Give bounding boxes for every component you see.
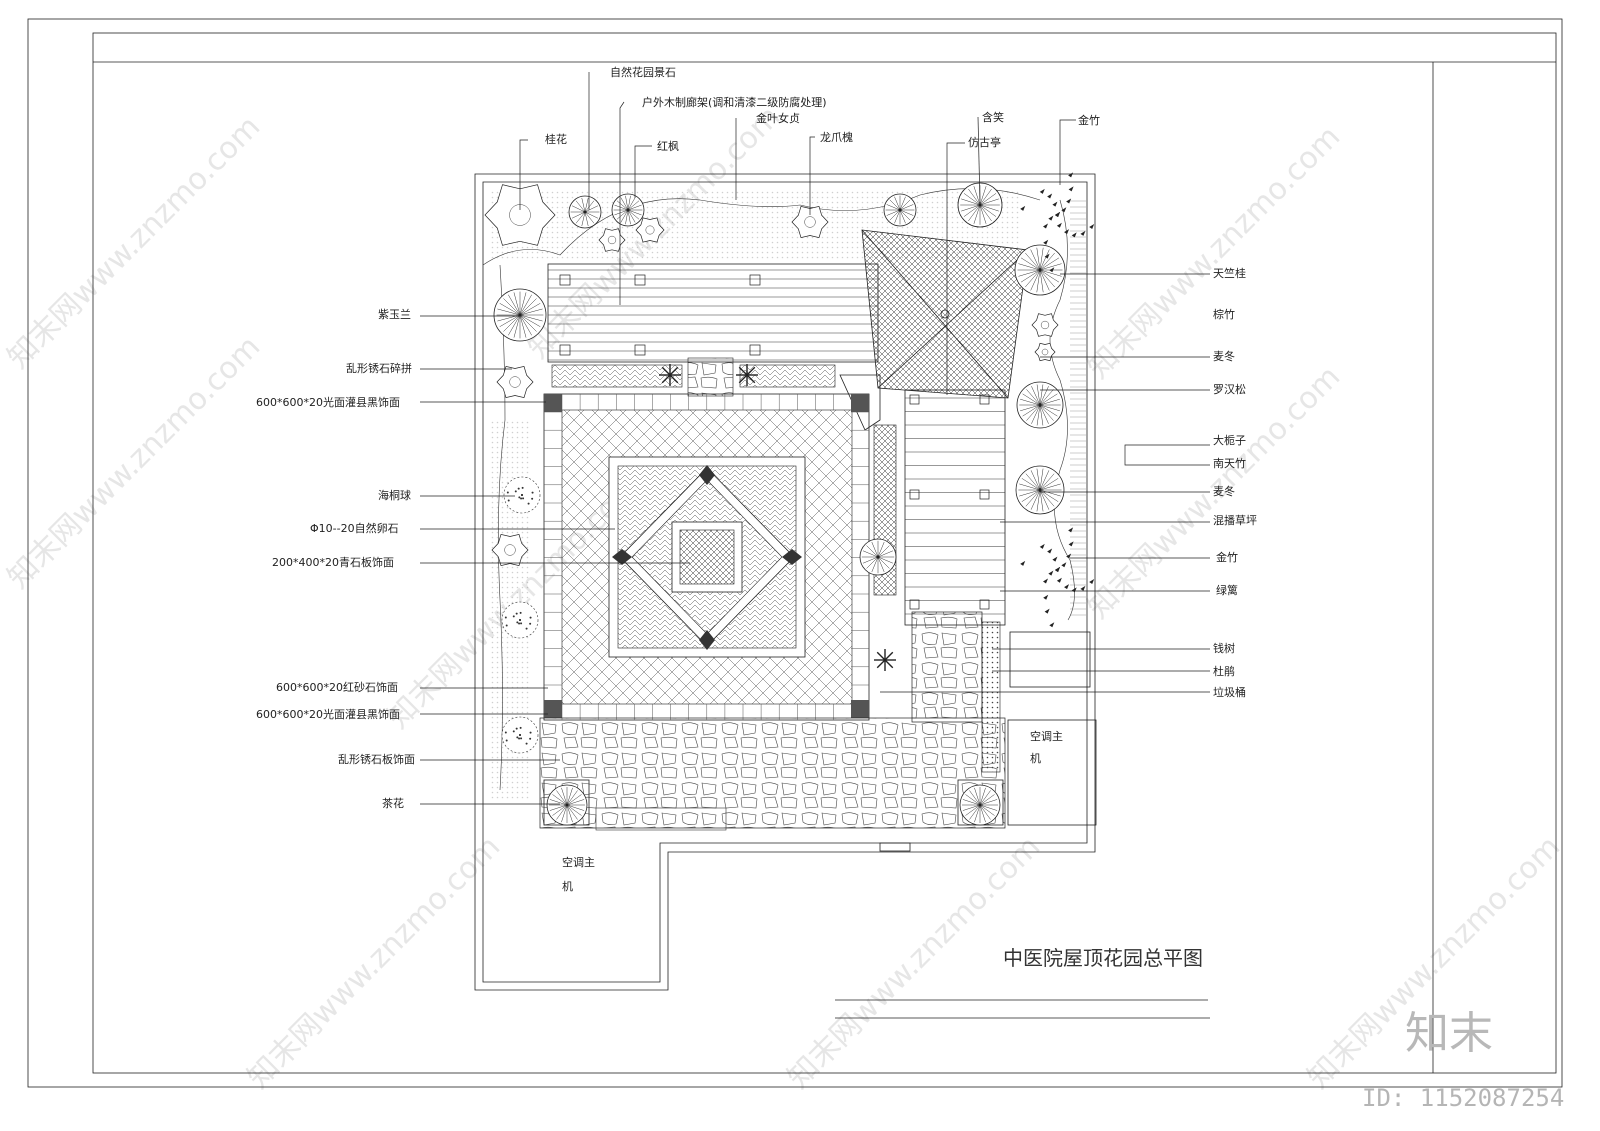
tree-icon (568, 195, 602, 229)
label-dazhizi: 大栀子 (1213, 433, 1246, 447)
label-lajitong: 垃圾桶 (1213, 685, 1246, 699)
drawing-title: 中医院屋顶花园总平图 (1003, 946, 1203, 970)
osmanthus-icon (484, 184, 556, 246)
shrub-icon (496, 365, 534, 399)
palm-icon (874, 649, 896, 671)
camellia-icon (546, 784, 588, 826)
inner-frame (92, 32, 1557, 1074)
outer-frame (27, 18, 1563, 1088)
tree-icon (959, 784, 1001, 826)
label-heimian2: 600*600*20光面灌县黑饰面 (256, 707, 400, 721)
pergola-right (904, 389, 1006, 626)
label-maidong1: 麦冬 (1213, 349, 1235, 363)
pittosporum-ball-icon (503, 476, 541, 514)
leader-lines (420, 72, 1210, 805)
label-hunbo: 混播草坪 (1213, 513, 1257, 527)
label-longzhuahuai: 龙爪槐 (820, 130, 853, 144)
label-jinzhu-top: 金竹 (1078, 113, 1100, 127)
label-chahua: 茶花 (382, 797, 404, 810)
label-zongzhu: 棕竹 (1213, 307, 1235, 321)
label-luanxing2: 乱形锈石板饰面 (338, 752, 415, 766)
label-jingshi: 自然花园景石 (610, 65, 676, 79)
watermark: 知末网www.znzmo.com (1, 109, 267, 375)
stone-paving-bottom (539, 717, 1006, 829)
shrub-icon (635, 217, 665, 243)
watermark: 知末网www.znzmo.com (241, 829, 507, 1095)
ac-label-bottom-2: 机 (562, 879, 573, 893)
brand-logo: 知末 (1405, 1008, 1493, 1059)
ac-unit-right (1007, 719, 1097, 826)
label-maidong2: 麦冬 (1213, 484, 1235, 498)
drawing-id: ID: 1152087254 (1362, 1084, 1564, 1112)
ac-label-right-1: 空调主 (1030, 729, 1063, 743)
label-fanggu: 仿古亭 (968, 135, 1001, 149)
label-lvli: 绿篱 (1216, 583, 1238, 597)
ac-label-right-2: 机 (1030, 751, 1041, 765)
label-hexiao: 含笑 (982, 110, 1004, 124)
watermark: 知末网www.znzmo.com (1, 329, 267, 595)
label-hongsha: 600*600*20红砂石饰面 (276, 680, 398, 694)
label-luanshi: Φ10--20自然卵石 (310, 521, 399, 535)
central-plaza (543, 393, 870, 721)
label-tianzhugui: 天竺桂 (1213, 266, 1246, 280)
label-qianshu: 钱树 (1213, 641, 1235, 655)
label-nantianzhu: 南天竹 (1213, 456, 1246, 470)
red-maple-icon (611, 193, 645, 227)
labels-top: 自然花园景石 户外木制廊架(调和清漆二级防腐处理) 金叶女贞 红枫 桂花 龙爪槐… (545, 65, 1100, 153)
weeping-pagoda-icon (791, 205, 829, 239)
shrub-icon (1034, 342, 1056, 362)
shrub-icon (491, 533, 529, 567)
label-luohansong: 罗汉松 (1213, 382, 1246, 396)
camphor-icon (1014, 244, 1066, 296)
label-jinyenvzhen: 金叶女贞 (756, 111, 800, 125)
label-hongfeng: 红枫 (657, 139, 679, 153)
label-luanxing1: 乱形锈石碎拼 (346, 361, 412, 375)
tree-icon (883, 193, 917, 227)
tree-icon (1015, 465, 1065, 515)
label-qingshi: 200*400*20青石板饰面 (272, 555, 394, 569)
watermark: 知末网www.znzmo.com (1081, 119, 1347, 385)
pittosporum-ball-icon (501, 601, 539, 639)
labels-left: 紫玉兰 乱形锈石碎拼 600*600*20光面灌县黑饰面 海桐球 Φ10--20… (256, 308, 415, 810)
palm-icon (736, 364, 758, 386)
bamboo-icon (1020, 172, 1095, 273)
label-haitongqiu: 海桐球 (378, 488, 411, 502)
label-guihua: 桂花 (545, 132, 567, 146)
podocarpus-icon (1016, 381, 1064, 429)
label-jinzhu2: 金竹 (1216, 550, 1238, 564)
magnolia-icon (493, 288, 547, 342)
palm-icon (659, 364, 681, 386)
shrub-icon (1031, 313, 1059, 337)
site-outline (474, 173, 1096, 991)
stone-paving-right (911, 611, 983, 723)
tree-icon (859, 538, 897, 576)
pavilion (839, 229, 1029, 431)
label-ziyulan: 紫玉兰 (378, 308, 411, 321)
labels-right: 天竺桂 棕竹 麦冬 罗汉松 大栀子 南天竹 麦冬 混播草坪 金竹 绿篱 钱树 杜… (1213, 266, 1257, 699)
label-dujuan: 杜鹃 (1213, 664, 1235, 678)
shrub-icon (598, 228, 626, 252)
ac-label-bottom-1: 空调主 (562, 855, 595, 869)
pittosporum-ball-icon (501, 716, 539, 754)
label-langjia: 户外木制廊架(调和清漆二级防腐处理) (642, 95, 827, 109)
label-heimian1: 600*600*20光面灌县黑饰面 (256, 395, 400, 409)
